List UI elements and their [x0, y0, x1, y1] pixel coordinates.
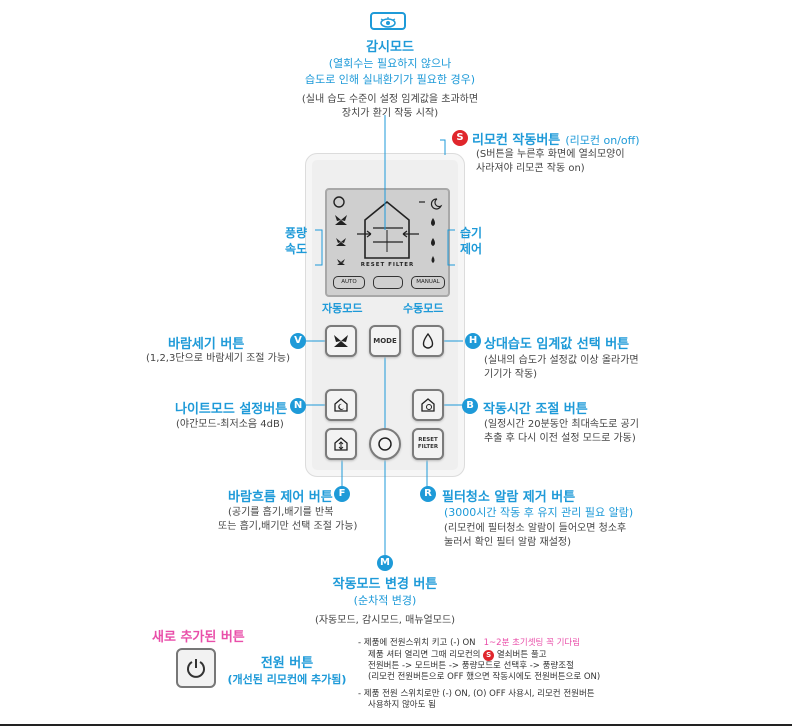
lcd-manual: MANUAL	[411, 276, 445, 289]
badge-f: F	[334, 486, 350, 502]
lcd-reset-filter: RESET FILTER	[360, 262, 415, 268]
circle-icon	[378, 437, 392, 451]
auto-mode-label: 자동모드	[322, 302, 363, 315]
h-button-title: 상대습도 임계값 선택 버튼	[484, 337, 630, 352]
note-badge-s: S	[483, 650, 495, 661]
remote-operate-paren: (리모컨 on/off)	[565, 134, 640, 147]
drop-icon	[422, 332, 434, 349]
remote-operate-desc: (S버튼을 누른후 화면에 열쇠모양이 사라져야 리모콘 작동 on)	[476, 149, 625, 174]
lcd-eye-icon	[373, 276, 403, 289]
badge-v: V	[290, 333, 306, 349]
m-button-title: 작동모드 변경 버튼	[332, 577, 438, 592]
r-button-title: 필터청소 알람 제거 버튼	[442, 490, 576, 505]
note-line-1: - 제품에 전원스위치 키고 (-) ON 1~2분 초기셋팅 꼭 기다림	[358, 638, 581, 648]
mode-button[interactable]: MODE	[369, 325, 401, 357]
badge-r: R	[420, 486, 436, 502]
note-line-3: 전원버튼 -> 모드버튼 -> 풍량모드로 선택후 -> 풍량조절	[368, 661, 574, 671]
remote-operate-title: 리모컨 작동버튼	[472, 133, 561, 148]
badge-b: B	[462, 398, 478, 414]
eye-icon	[370, 12, 406, 30]
badge-n: N	[290, 398, 306, 414]
airflow-control-button[interactable]	[325, 428, 357, 460]
new-power-button[interactable]	[176, 648, 216, 688]
badge-s: S	[452, 130, 468, 146]
note-line-4: (리모컨 전원버튼으로 OFF 했으면 작동시에도 전원버튼으로 ON)	[368, 672, 601, 682]
note-line-5: - 제품 전원 스위치로만 (-) ON, (O) OFF 사용시, 리모컨 전…	[358, 689, 595, 699]
monitor-mode-sub2: 습도로 인해 실내환기가 필요한 경우)	[304, 73, 476, 86]
r-button-sub: (3000시간 작동 후 유지 관리 필요 알람)	[444, 506, 634, 519]
badge-h: H	[465, 333, 481, 349]
boost-timer-button[interactable]	[412, 389, 444, 421]
remote-power-button[interactable]	[369, 428, 401, 460]
n-button-desc: (야간모드-최저소음 4dB)	[176, 419, 284, 430]
v-button-title: 바람세기 버튼	[168, 337, 245, 352]
monitor-mode-desc2: 장치가 환기 작동 시작)	[341, 108, 439, 119]
new-button-heading: 새로 추가된 버튼	[152, 630, 245, 645]
power-button-sub: (개선된 리모컨에 추가됨)	[227, 673, 347, 686]
fan-icon	[334, 335, 348, 347]
note-line-6: 사용하지 않아도 됨	[368, 700, 436, 710]
monitor-mode-title: 감시모드	[366, 40, 414, 55]
b-button-title: 작동시간 조절 버튼	[483, 402, 588, 417]
m-button-sub: (순차적 변경)	[353, 594, 417, 607]
badge-m: M	[377, 555, 393, 571]
manual-mode-label: 수동모드	[403, 302, 444, 315]
note-line-2: 제품 셔터 열리면 그때 리모컨의 S 열쇠버튼 풀고	[368, 650, 547, 661]
f-button-title: 바람흐름 제어 버튼	[228, 490, 333, 505]
airflow-house-icon	[334, 437, 348, 451]
power-icon	[187, 659, 205, 678]
night-house-icon	[334, 398, 348, 412]
lcd-auto: AUTO	[333, 276, 365, 289]
n-button-title: 나이트모드 설정버튼	[175, 402, 288, 417]
m-button-desc: (자동모드, 감시모드, 매뉴얼모드)	[314, 615, 456, 626]
humidity-threshold-button[interactable]	[412, 325, 444, 357]
power-button-title: 전원 버튼	[260, 656, 314, 671]
wind-speed-button[interactable]	[325, 325, 357, 357]
monitor-mode-desc1: (실내 습도 수준이 설정 임계값을 초과하면	[301, 94, 479, 105]
timer-house-icon	[421, 398, 435, 412]
lcd-screen: RESET FILTER AUTO MANUAL	[325, 188, 450, 297]
night-mode-button[interactable]	[325, 389, 357, 421]
monitor-mode-sub1: (열회수는 필요하지 않으나	[328, 57, 452, 70]
bottom-divider	[0, 724, 792, 726]
v-button-desc: (1,2,3단으로 바람세기 조절 가능)	[146, 353, 290, 364]
